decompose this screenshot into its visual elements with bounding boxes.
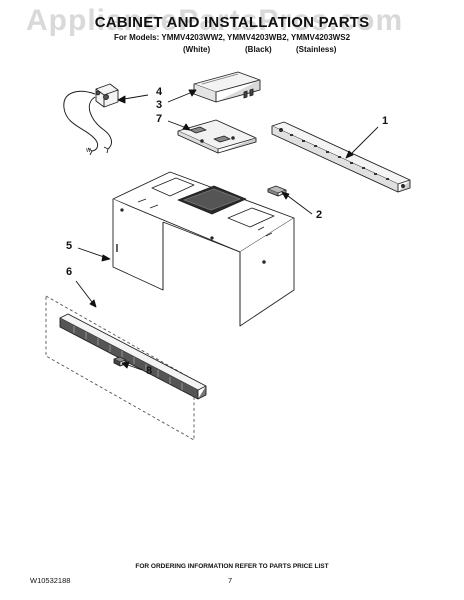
document-number: W10532188: [30, 576, 71, 585]
callout-4: 4: [156, 86, 163, 98]
callout-8: 8: [146, 365, 153, 377]
page-title: CABINET AND INSTALLATION PARTS: [94, 14, 370, 31]
part-1-wall-rail: [271, 121, 411, 193]
variant-black: (Black): [245, 45, 272, 54]
callout-6: 6: [66, 266, 73, 278]
callout-2: 2: [316, 209, 323, 221]
part-8-badge: [113, 356, 127, 367]
part-7-mounting-plate: [177, 119, 257, 154]
ordering-note: FOR ORDERING INFORMATION REFER TO PARTS …: [135, 563, 329, 570]
page-number: 7: [228, 576, 233, 585]
part-2-clip: [267, 185, 287, 197]
variant-white: (White): [183, 45, 211, 54]
callout-5: 5: [66, 240, 73, 252]
part-4-cord-assembly: W: [63, 83, 119, 156]
svg-text:W: W: [86, 148, 91, 154]
leader-lines: [75, 89, 379, 371]
callout-1: 1: [382, 115, 389, 127]
callout-3: 3: [156, 99, 163, 111]
part-6-grille-region: [45, 295, 207, 441]
model-list: For Models: YMMV4203WW2, YMMV4203WB2, YM…: [113, 33, 351, 42]
variant-stainless: (Stainless): [296, 45, 337, 54]
part-3-top-bracket: [193, 71, 261, 103]
part-5-cabinet: [112, 171, 295, 327]
watermark: AppliancePartsPros.com: [26, 4, 404, 37]
callout-7: 7: [156, 113, 163, 125]
